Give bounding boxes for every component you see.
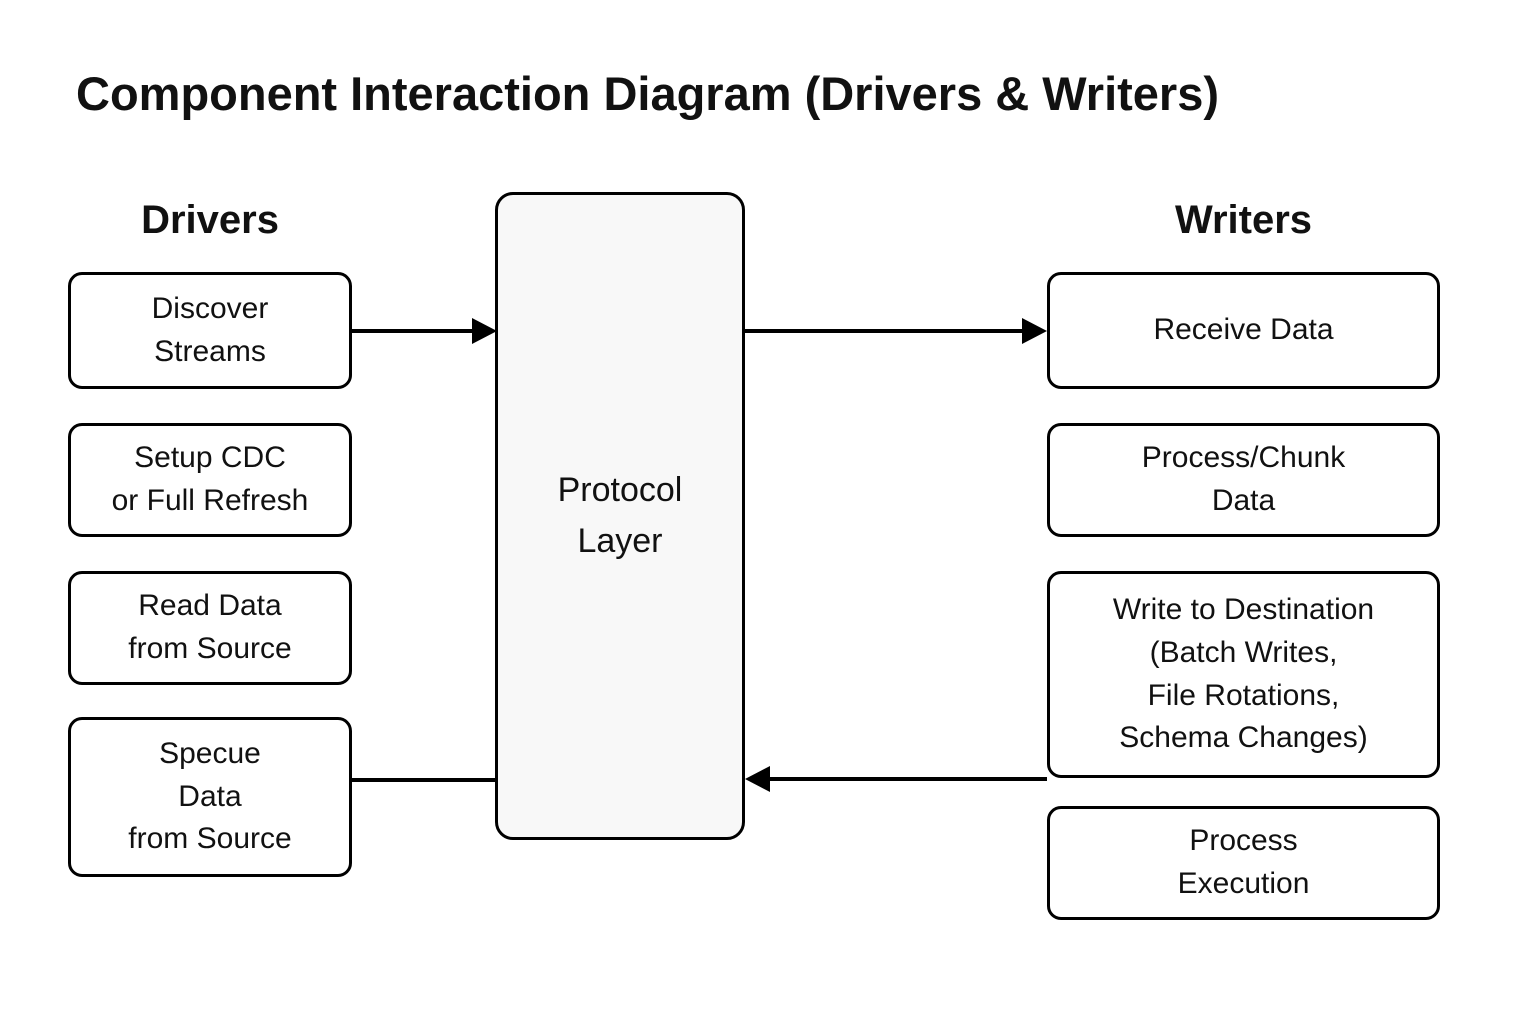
node-write-to-destination: Write to Destination (Batch Writes, File… [1047,571,1440,778]
node-discover-streams: Discover Streams [68,272,352,389]
node-process-chunk-data: Process/Chunk Data [1047,423,1440,537]
node-specue-data-from-source: Specue Data from Source [68,717,352,877]
node-receive-data: Receive Data [1047,272,1440,389]
node-protocol-layer: Protocol Layer [495,192,745,840]
node-setup-cdc-or-full-refresh: Setup CDC or Full Refresh [68,423,352,537]
arrowhead-right-icon [1022,318,1047,344]
node-read-data-from-source: Read Data from Source [68,571,352,685]
arrowhead-right-icon [472,318,497,344]
writers-column-header: Writers [1174,198,1313,242]
edge-discover-streams-to-protocol-layer [352,318,497,344]
node-process-execution: Process Execution [1047,806,1440,920]
edge-protocol-layer-to-receive-data [745,318,1047,344]
diagram-title: Component Interaction Diagram (Drivers &… [76,67,1220,120]
edge-write-to-destination-to-protocol-layer [745,766,1047,792]
drivers-column-header: Drivers [141,198,279,242]
arrowhead-left-icon [745,766,770,792]
